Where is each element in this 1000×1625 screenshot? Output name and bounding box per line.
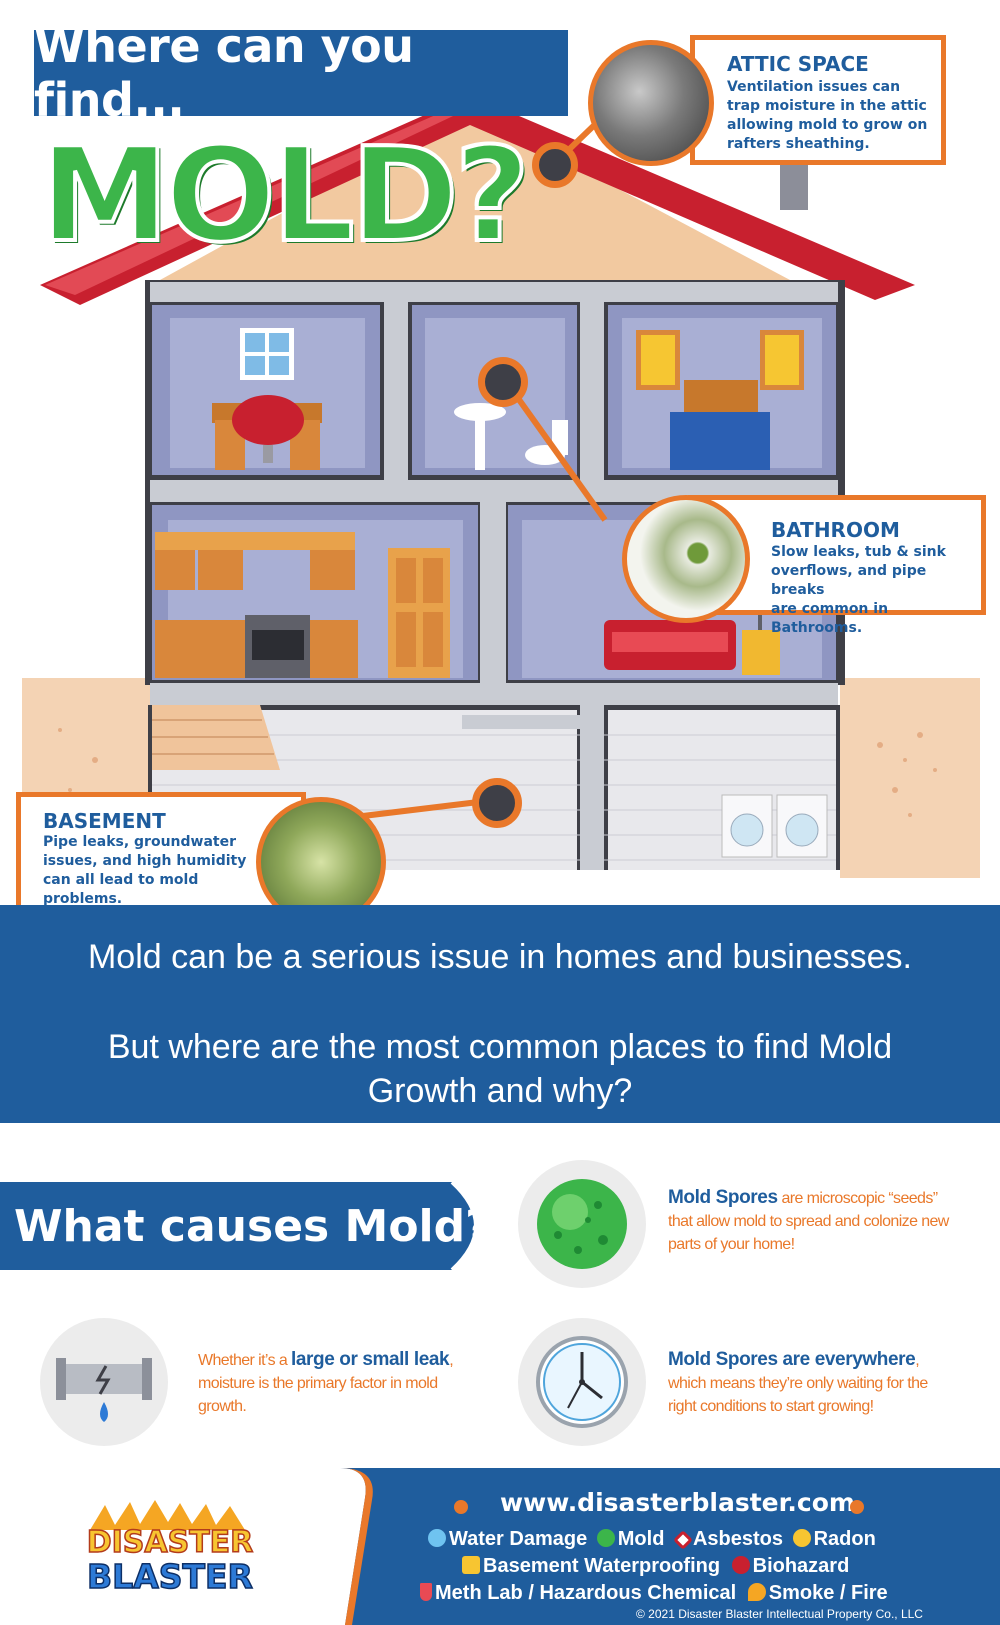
spores-b-post: , [915,1352,920,1369]
biohazard-icon [731,1556,750,1574]
flask-icon [420,1583,432,1601]
basement-callout: BASEMENT Pipe leaks, groundwater issues,… [16,792,306,905]
bathroom-text-line: are common in Bathrooms. [771,601,889,636]
attic-text-line: rafters sheathing. [727,136,870,152]
website-link[interactable]: www.disasterblaster.com [500,1488,855,1517]
water-drop-icon [428,1529,446,1547]
attic-text-line: trap moisture in the attic [727,98,927,114]
hero-house-illustration: Where can you find... MOLD? ATTIC SPACE … [16,19,986,905]
service-basement-waterproofing: Basement Waterproofing [483,1555,721,1577]
basement-text-line: Pipe leaks, groundwater [43,834,236,850]
logo-word-1: DISASTER [87,1525,254,1560]
service-mold: Mold [617,1528,665,1550]
ground-right [840,678,980,878]
service-water-damage: Water Damage [449,1528,588,1550]
attic-gable [160,110,790,280]
service-meth-lab: Meth Lab / Hazardous Chemical [435,1582,737,1604]
mold-headline: MOLD? [38,119,532,271]
leak-text: Whether it’s a large or small leak, mois… [198,1348,498,1418]
basement-text-line: issues, and high humidity [43,853,247,869]
attic-mold-photo [588,40,714,166]
leak-line3: growth. [198,1398,247,1415]
url-bullet-right [850,1500,864,1514]
leak-bold: large or small leak [290,1349,450,1370]
spores-a-line2: that allow mold to spread and colonize n… [668,1213,949,1230]
url-bullet-left [454,1500,468,1514]
intro-line-1: Mold can be a serious issue in homes and… [87,938,913,976]
bathroom-marker [478,357,528,407]
services-row-1: Water Damage Mold Asbestos Radon [428,1528,876,1551]
leaking-pipe-icon [40,1318,168,1446]
spores-a-line3: parts of your home! [668,1236,795,1253]
service-smoke-fire: Smoke / Fire [768,1582,888,1604]
leak-pre: Whether it’s a [198,1352,291,1369]
leak-line2: moisture is the primary factor in mold [198,1375,438,1392]
attic-text-line: Ventilation issues can [727,79,901,95]
basement-text-line: can all lead to mold [43,872,199,888]
footer-logo-panel [0,1468,373,1625]
basement-text-line: problems. [43,891,123,905]
spores-b-line2: which means they’re only waiting for the [668,1375,928,1392]
bathroom-text-line: Slow leaks, tub & sink [771,544,946,560]
intro-band: Mold can be a serious issue in homes and… [0,905,1000,1123]
bathroom-text-line: overflows, and pipe breaks [771,563,927,598]
services-row-2: Basement Waterproofing Biohazard [462,1555,849,1578]
spores-b-text: Mold Spores are everywhere, which means … [668,1348,993,1418]
intro-line-3: Growth and why? [367,1072,633,1110]
services-row-3: Meth Lab / Hazardous Chemical Smoke / Fi… [420,1582,888,1605]
copyright: © 2021 Disaster Blaster Intellectual Pro… [636,1607,923,1621]
spores-b-bold: Mold Spores are everywhere [668,1349,916,1370]
radiation-icon [792,1529,811,1547]
bathroom-callout-title: BATHROOM [771,518,900,542]
causes-heading-banner [0,1182,478,1270]
fire-icon [747,1583,766,1601]
service-asbestos: Asbestos [692,1528,784,1550]
hazard-diamond-icon [673,1530,693,1550]
attic-text-line: allowing mold to grow on [727,117,928,133]
disaster-blaster-logo[interactable]: DISASTER BLASTER [80,1500,260,1600]
service-radon: Radon [813,1528,876,1550]
logo-word-2: BLASTER [87,1557,253,1596]
spore-icon [518,1160,646,1288]
basement-marker [472,778,522,828]
intro-line-2: But where are the most common places to … [107,1028,893,1066]
spores-b-line3: right conditions to start growing! [668,1398,874,1415]
leak-post: , [449,1352,454,1369]
clock-icon [518,1318,646,1446]
mold-icon [596,1529,615,1547]
basement-mold-photo [256,797,386,905]
causes-heading: What causes Mold? [14,1200,491,1252]
bathroom-connector [502,378,608,522]
bathroom-mold-photo [622,495,750,623]
attic-callout-title: ATTIC SPACE [727,52,869,76]
spores-a-bold: Mold Spores [668,1187,778,1208]
basement-callout-title: BASEMENT [43,809,166,833]
page-title: Where can you find... [34,19,414,127]
spores-a-rest: are microscopic “seeds” [777,1190,938,1207]
spores-a-text: Mold Spores are microscopic “seeds” that… [668,1186,993,1256]
service-biohazard: Biohazard [752,1555,850,1577]
attic-marker [532,142,578,188]
shield-icon [462,1556,480,1574]
attic-callout: ATTIC SPACE Ventilation issues can trap … [690,35,946,165]
title-banner: Where can you find... [34,19,568,127]
